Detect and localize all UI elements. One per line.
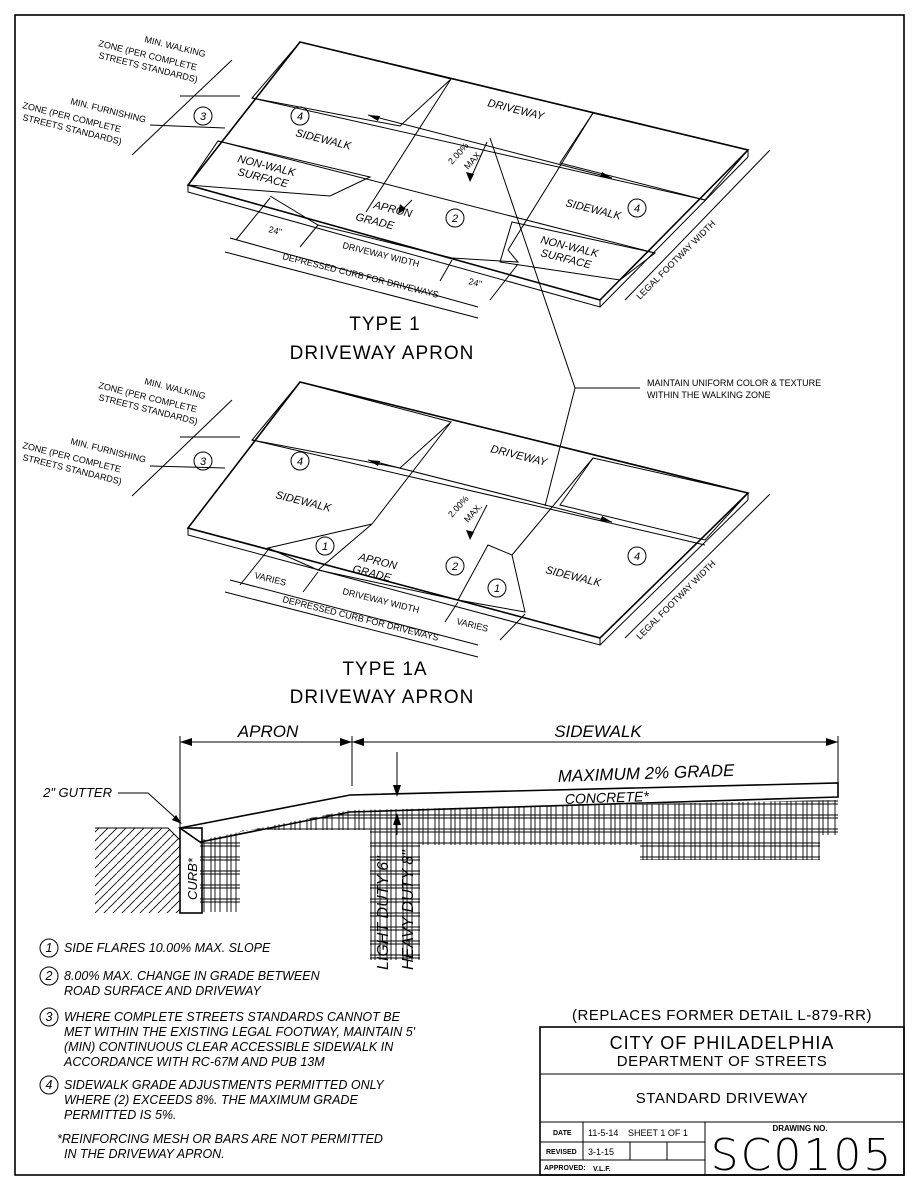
drawing-number: SC0105 [711, 1130, 894, 1181]
type1a-driveway-label: DRIVEWAY [489, 443, 548, 469]
type1a-mark-1a: 1 [322, 541, 328, 553]
note-3-line-1: WHERE COMPLETE STREETS STANDARDS CANNOT … [64, 1010, 401, 1024]
light-duty-label: LIGHT DUTY 6" [375, 855, 392, 970]
type1a-sidewalk-right: SIDEWALK [544, 564, 603, 590]
title-block: (REPLACES FORMER DETAIL L-879-RR) CITY O… [539, 1007, 905, 1181]
heavy-duty-label: HEAVY DUTY 8" [400, 849, 417, 970]
note-3-num: 3 [46, 1010, 53, 1024]
note-2-num: 2 [45, 969, 53, 983]
drawing-title: STANDARD DRIVEWAY [636, 1090, 808, 1107]
note-4-line-2: WHERE (2) EXCEEDS 8%. THE MAXIMUM GRADE [64, 1093, 358, 1107]
concrete-label: CONCRETE* [565, 788, 650, 807]
replaces-note: (REPLACES FORMER DETAIL L-879-RR) [572, 1007, 872, 1024]
note-1-num: 1 [46, 941, 53, 955]
note-3-line-2: MET WITHIN THE EXISTING LEGAL FOOTWAY, M… [64, 1025, 416, 1039]
type1a-mark-2: 2 [451, 561, 458, 573]
type1-title-2: DRIVEWAY APRON [290, 343, 475, 364]
type1a-sidewalk-left: SIDEWALK [274, 489, 333, 515]
department-name: DEPARTMENT OF STREETS [617, 1053, 828, 1070]
type1-sidewalk-left: SIDEWALK [294, 127, 353, 153]
footnote-line-1: *REINFORCING MESH OR BARS ARE NOT PERMIT… [57, 1132, 383, 1146]
type1-dim-24-right: 24" [468, 276, 483, 289]
type1a-plan: 3 4 1 2 1 4 MIN. WALKING ZONE (PER COMPL… [22, 376, 771, 708]
type1a-mark-4b: 4 [634, 551, 640, 563]
driveway-section: APRON SIDEWALK MAXIMUM 2% GRADE CONCRETE… [42, 722, 839, 970]
max-grade-label: MAXIMUM 2% GRADE [557, 761, 735, 786]
type1-mark-4a: 4 [297, 111, 303, 123]
date-label: DATE [553, 1130, 572, 1137]
footnote-line-2: IN THE DRIVEWAY APRON. [64, 1147, 225, 1161]
uniform-color-callout: MAINTAIN UNIFORM COLOR & TEXTURE WITHIN … [489, 137, 821, 507]
type1a-mark-4a: 4 [297, 456, 303, 468]
type1-dim-24-left: 24" [268, 224, 283, 237]
sheet-count: SHEET 1 OF 1 [628, 1128, 688, 1138]
approved-label: APPROVED: [544, 1165, 586, 1172]
curb-label: CURB* [185, 857, 200, 900]
date-value: 11-5-14 [588, 1128, 618, 1138]
note-3-line-3: (MIN) CONTINUOUS CLEAR ACCESSIBLE SIDEWA… [64, 1040, 394, 1054]
note-4-line-3: PERMITTED IS 5%. [64, 1108, 177, 1122]
type1a-varies-right: VARIES [456, 616, 490, 634]
gutter-label: 2" GUTTER [42, 785, 112, 800]
section-apron-label: APRON [237, 722, 299, 741]
revised-value: 3-1-15 [588, 1147, 614, 1157]
drawing-no-label: DRAWING NO. [772, 1124, 827, 1133]
note-2-line-2: ROAD SURFACE AND DRIVEWAY [64, 984, 262, 998]
type1-driveway-label: DRIVEWAY [486, 97, 545, 123]
note-2-line-1: 8.00% MAX. CHANGE IN GRADE BETWEEN [64, 969, 321, 983]
type1a-mark-1b: 1 [494, 583, 500, 595]
note-4-line-1: SIDEWALK GRADE ADJUSTMENTS PERMITTED ONL… [64, 1078, 385, 1092]
revised-label: REVISED [546, 1149, 577, 1156]
note-4-num: 4 [46, 1078, 53, 1092]
type1a-depressed-curb: DEPRESSED CURB FOR DRIVEWAYS [282, 594, 440, 643]
city-name: CITY OF PHILADELPHIA [610, 1033, 835, 1053]
type1-mark-2: 2 [451, 213, 458, 225]
type1-sidewalk-right: SIDEWALK [564, 197, 623, 223]
type1a-varies-left: VARIES [254, 570, 288, 588]
type1-mark-4b: 4 [634, 203, 640, 215]
type1a-mark-3: 3 [200, 456, 207, 468]
sheet-border [14, 14, 905, 1176]
type1a-title-1: TYPE 1A [342, 659, 427, 680]
type1-plan: 3 4 2 4 MIN. WALKING ZONE (PER COMPLETE … [22, 34, 771, 364]
general-notes: 1 SIDE FLARES 10.00% MAX. SLOPE 2 8.00% … [39, 938, 416, 1161]
section-sidewalk-label: SIDEWALK [554, 722, 642, 741]
type1-driveway-width: DRIVEWAY WIDTH [342, 240, 421, 269]
callout-line-1: MAINTAIN UNIFORM COLOR & TEXTURE [647, 378, 821, 388]
type1-mark-3: 3 [200, 111, 207, 123]
type1-title-1: TYPE 1 [349, 314, 420, 335]
approved-value: V.L.F. [593, 1166, 611, 1173]
note-3-line-4: ACCORDANCE WITH RC-67M AND PUB 13M [63, 1055, 325, 1069]
note-1-line-1: SIDE FLARES 10.00% MAX. SLOPE [64, 941, 271, 955]
type1a-title-2: DRIVEWAY APRON [290, 687, 475, 708]
callout-line-2: WITHIN THE WALKING ZONE [647, 390, 771, 400]
